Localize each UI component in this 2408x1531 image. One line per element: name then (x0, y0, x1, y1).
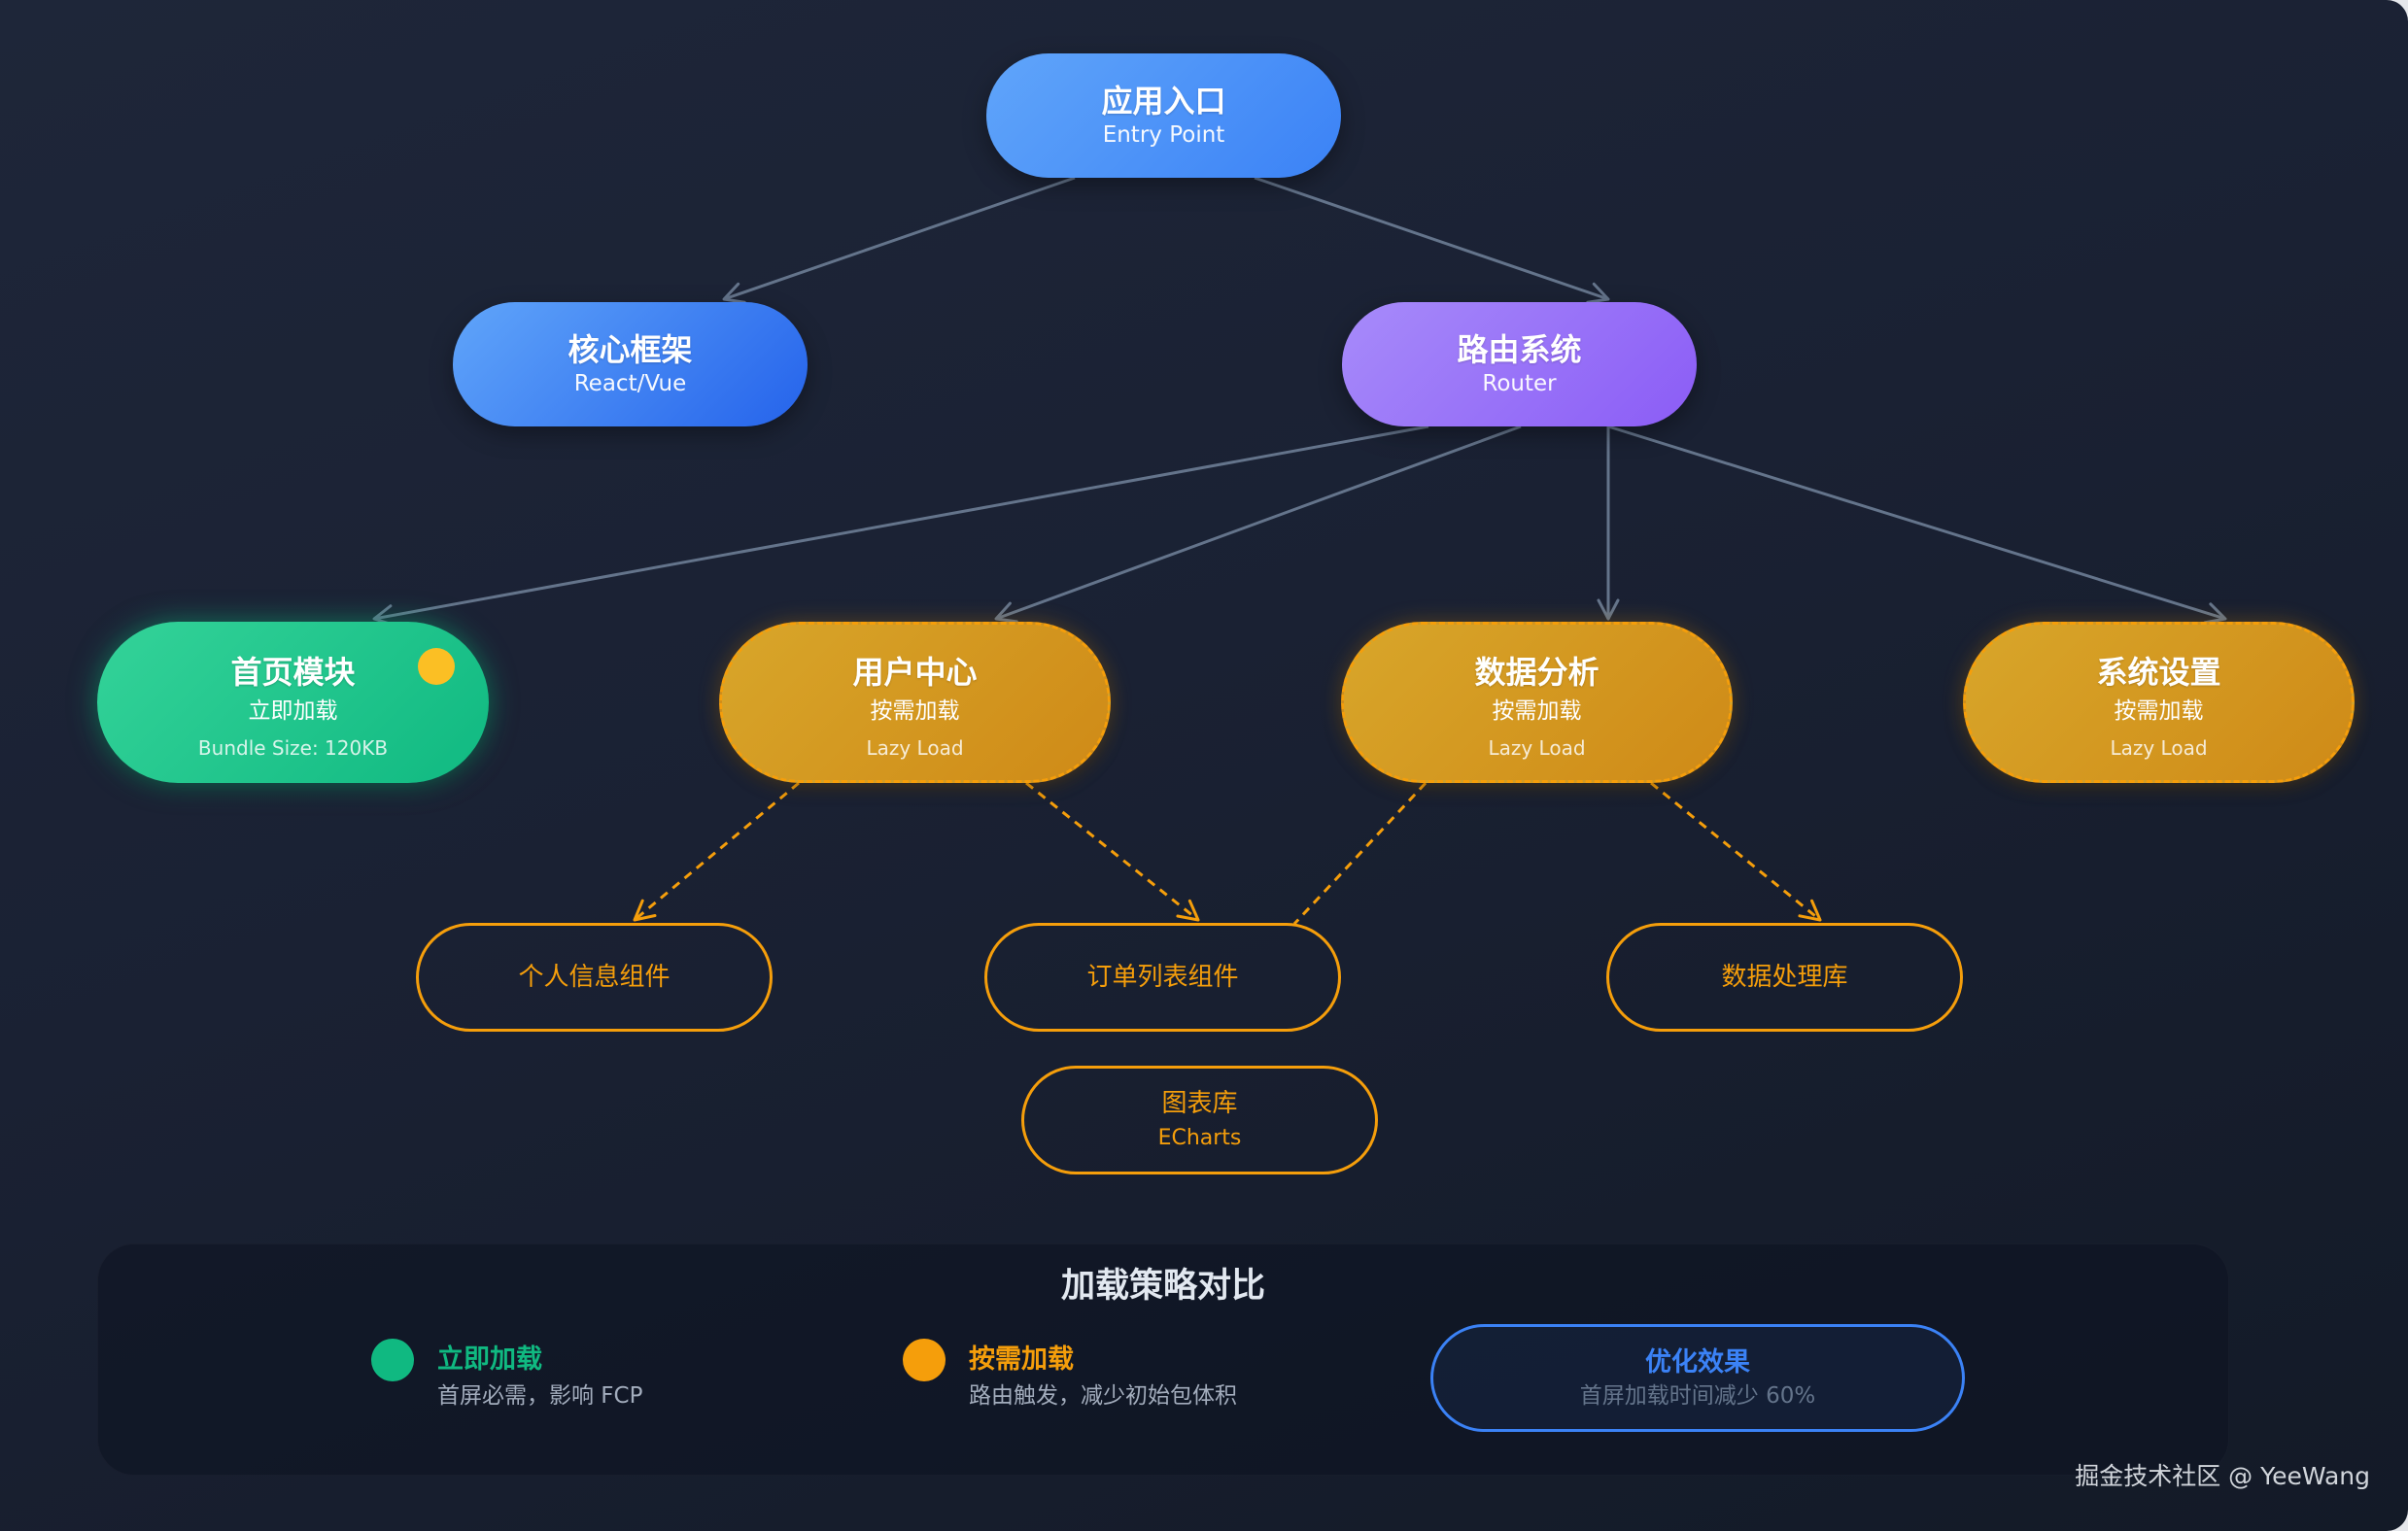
node-user-title: 用户中心 (852, 653, 978, 691)
node-home: 首页模块 立即加载 Bundle Size: 120KB (97, 622, 489, 783)
node-core: 核心框架 React/Vue (453, 302, 808, 426)
node-home-bundle-size: Bundle Size: 120KB (197, 735, 389, 760)
legend-label-immediate: 立即加载 (437, 1344, 542, 1375)
edge-user-to-orders (1025, 781, 1200, 922)
node-analytics-detail: Lazy Load (1488, 735, 1586, 760)
legend-dot-immediate (371, 1339, 414, 1381)
legend-optimization-desc: 首屏加载时间减少 60% (1579, 1382, 1816, 1409)
status-indicator-dot (418, 648, 455, 685)
node-orders-title: 订单列表组件 (1086, 963, 1239, 992)
node-entry: 应用入口 Entry Point (986, 53, 1341, 178)
node-entry-title: 应用入口 (1101, 83, 1226, 119)
node-charts: 图表库 ECharts (1021, 1066, 1378, 1174)
node-orders: 订单列表组件 (984, 923, 1341, 1032)
legend-panel: 加载策略对比 立即加载 首屏必需，影响 FCP 按需加载 路由触发，减少初始包体… (97, 1243, 2229, 1476)
edge-analytics-to-processing (1650, 781, 1822, 922)
node-settings-detail: Lazy Load (2110, 735, 2208, 760)
node-processing: 数据处理库 (1606, 923, 1963, 1032)
legend-title: 加载策略对比 (1060, 1267, 1265, 1306)
edge-router-to-settings (1607, 425, 2227, 625)
node-settings-load-type: 按需加载 (2114, 697, 2204, 724)
legend-optimization-label: 优化效果 (1645, 1346, 1750, 1378)
node-entry-subtitle: Entry Point (1102, 122, 1225, 148)
legend-desc-immediate: 首屏必需，影响 FCP (437, 1383, 643, 1409)
node-router-title: 路由系统 (1457, 331, 1582, 368)
node-analytics: 数据分析 按需加载 Lazy Load (1341, 622, 1733, 783)
node-home-title: 首页模块 (230, 653, 356, 691)
node-router-subtitle: Router (1482, 371, 1557, 396)
edge-router-to-user (994, 425, 1522, 624)
node-charts-title: 图表库 (1161, 1089, 1238, 1118)
node-user: 用户中心 按需加载 Lazy Load (719, 622, 1111, 783)
node-settings-title: 系统设置 (2096, 653, 2221, 691)
node-router: 路由系统 Router (1342, 302, 1697, 426)
edge-entry-to-router (1254, 176, 1610, 304)
node-analytics-load-type: 按需加载 (1492, 697, 1582, 724)
edge-user-to-profile (633, 781, 800, 922)
node-processing-title: 数据处理库 (1721, 963, 1848, 992)
edge-entry-to-core (722, 176, 1076, 304)
watermark: 掘金技术社区 @ YeeWang (2075, 1462, 2370, 1490)
node-profile: 个人信息组件 (416, 923, 773, 1032)
edge-analytics-to-charts (1292, 781, 1428, 926)
node-home-load-type: 立即加载 (248, 697, 338, 724)
legend-label-lazy: 按需加载 (969, 1344, 1074, 1375)
node-core-title: 核心框架 (568, 331, 693, 368)
legend-optimization-box: 优化效果 首屏加载时间减少 60% (1430, 1324, 1965, 1432)
node-profile-title: 个人信息组件 (518, 963, 671, 992)
node-user-detail: Lazy Load (866, 735, 964, 760)
legend-dot-lazy (903, 1339, 946, 1381)
node-core-subtitle: React/Vue (573, 371, 687, 396)
node-analytics-title: 数据分析 (1474, 653, 1600, 691)
legend-desc-lazy: 路由触发，减少初始包体积 (969, 1383, 1237, 1409)
node-user-load-type: 按需加载 (870, 697, 960, 724)
node-charts-subtitle: ECharts (1157, 1126, 1242, 1150)
edge-router-to-home (372, 425, 1429, 627)
node-settings: 系统设置 按需加载 Lazy Load (1963, 622, 2355, 783)
